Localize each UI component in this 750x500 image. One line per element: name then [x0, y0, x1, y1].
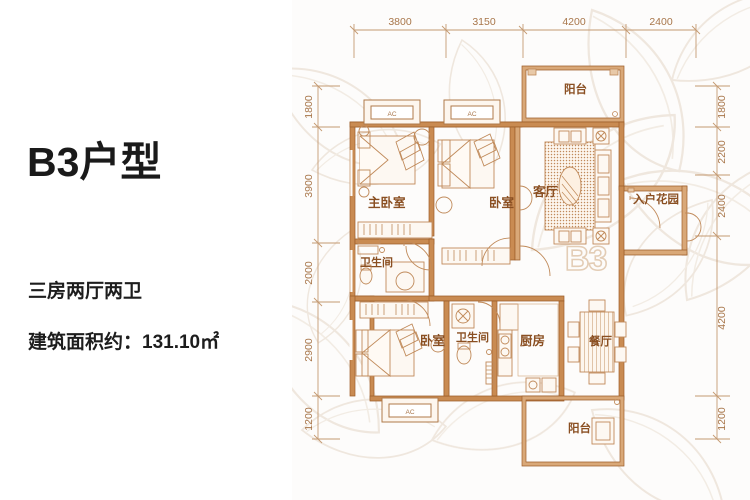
room-label-entry-garden: 入户花园 [633, 192, 679, 206]
ac-label-group: AC AC [387, 111, 476, 118]
plan-code-watermark: B3 [565, 240, 607, 278]
room-label-guest-bathroom: 卫生间 [456, 330, 489, 344]
ac-label-3: AC [405, 409, 414, 416]
dim-right-4: 1200 [716, 407, 728, 431]
floorplan-drawing: 3800 3150 4200 2400 [303, 16, 730, 467]
room-label-bedroom-3: 卧室 [420, 333, 446, 348]
plant-icon [395, 131, 425, 171]
dim-left-1: 3900 [303, 174, 315, 198]
dimension-left-labels: 1800 3900 2000 2900 1200 [303, 95, 315, 431]
info-panel: B3户型 三房两厅两卫 建筑面积约：131.10㎡ [0, 0, 292, 500]
page-title: B3户型 [27, 139, 162, 185]
dimension-right-labels: 1800 2200 2400 4200 1200 [716, 95, 728, 431]
room-label-balcony-bottom: 阳台 [568, 421, 591, 435]
dim-right-0: 1800 [716, 95, 728, 119]
dim-top-1: 3150 [472, 16, 496, 28]
dim-top-3: 2400 [649, 16, 673, 28]
room-label-dining-room: 餐厅 [588, 334, 612, 348]
plant-icon [473, 133, 501, 167]
door-swings [519, 185, 551, 277]
room-label-master-bedroom: 主卧室 [368, 195, 406, 210]
bedroom3-furniture [355, 299, 446, 377]
room-label-living-room: 客厅 [532, 184, 559, 199]
dimension-top-labels: 3800 3150 4200 2400 [388, 16, 673, 28]
dim-left-0: 1800 [303, 95, 315, 119]
window-lines [349, 150, 356, 292]
ac-label-2: AC [467, 111, 476, 118]
dimension-right [695, 81, 730, 444]
dim-left-4: 1200 [303, 407, 315, 431]
room-label-balcony-top: 阳台 [564, 82, 587, 96]
master-bathroom-fixtures [357, 245, 431, 293]
dim-top-2: 4200 [562, 16, 586, 28]
dimension-top [349, 24, 701, 58]
dim-right-2: 2400 [716, 194, 728, 218]
floorplan-canvas: 3800 3150 4200 2400 [292, 0, 750, 500]
room-label-kitchen: 厨房 [520, 333, 545, 348]
dining-room-furniture [567, 299, 627, 385]
guest-bathroom-fixtures [451, 301, 501, 385]
ac-alcove-bottom [381, 397, 439, 423]
area-text: 建筑面积约：131.10㎡ [28, 332, 220, 353]
room-label-master-bathroom: 卫生间 [360, 255, 393, 269]
dim-left-2: 2000 [303, 261, 315, 285]
dim-right-3: 4200 [716, 306, 728, 330]
ac-label-1: AC [387, 111, 396, 118]
room-summary-text: 三房两厅两卫 [28, 281, 143, 302]
living-room-furniture [544, 127, 612, 245]
balcony-bottom-details [591, 399, 620, 445]
balcony-top-details [527, 68, 619, 117]
dim-right-1: 2200 [716, 140, 728, 164]
room-label-bedroom-2: 卧室 [489, 195, 515, 210]
dim-left-3: 2900 [303, 338, 315, 362]
entry-garden-details [627, 187, 702, 242]
dimension-left [312, 81, 340, 444]
dim-top-0: 3800 [388, 16, 412, 28]
ac-alcoves-top [363, 99, 501, 125]
plant-icon [395, 323, 423, 357]
kitchen-fixtures [497, 303, 559, 393]
master-bedroom-furniture [357, 125, 433, 271]
bedroom2-furniture [435, 133, 511, 267]
